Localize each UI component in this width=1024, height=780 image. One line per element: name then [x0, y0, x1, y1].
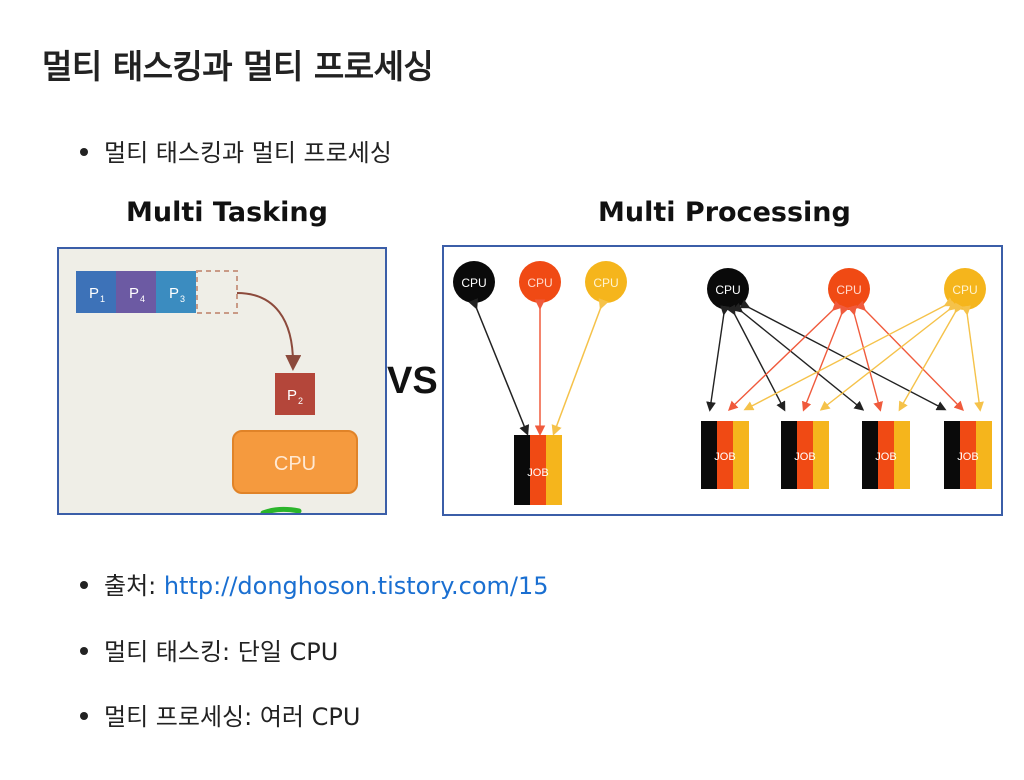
bullet-intro: 멀티 태스킹과 멀티 프로세싱: [80, 133, 392, 168]
cpu-node-yellow: [585, 261, 627, 303]
bullet-dot: [80, 581, 88, 589]
process-label: P: [129, 285, 139, 302]
process-p1: [76, 271, 116, 313]
multi-processing-svg: CPU CPU CPU JOB CPU CPU CPU: [453, 261, 992, 505]
multi-tasking-diagram: P 1 P 4 P 3 P 2 CPU: [57, 247, 387, 516]
bullet-dot: [80, 712, 88, 720]
process-label: P: [287, 387, 297, 404]
job-block: JOB: [944, 421, 992, 489]
bullet-multi-tasking: 멀티 태스킹: 단일 CPU: [80, 632, 338, 667]
link-arrow: [551, 298, 609, 436]
source-link[interactable]: http://donghoson.tistory.com/15: [163, 572, 549, 600]
cpu-label: CPU: [274, 453, 316, 475]
process-p4: [116, 271, 156, 313]
job-block: JOB: [701, 421, 749, 489]
page-title: 멀티 태스킹과 멀티 프로세싱: [42, 47, 434, 86]
cpu-node-label: CPU: [461, 276, 486, 290]
job-label: JOB: [714, 451, 735, 463]
cpu-node-red: [519, 261, 561, 303]
job-label: JOB: [875, 451, 896, 463]
job-block: JOB: [514, 435, 562, 505]
job-label: JOB: [794, 451, 815, 463]
yellow-links: [743, 297, 984, 412]
bullet-mt-text: 멀티 태스킹: 단일 CPU: [104, 638, 339, 666]
bullet-multi-processing: 멀티 프로세싱: 여러 CPU: [80, 697, 360, 732]
multi-tasking-svg: P 1 P 4 P 3 P 2 CPU: [76, 270, 358, 516]
process-label: P: [89, 285, 99, 302]
job-label: JOB: [527, 467, 548, 479]
vs-label: VS: [387, 360, 438, 402]
multi-processing-diagram: CPU CPU CPU JOB CPU CPU CPU: [442, 245, 1003, 516]
process-label: P: [169, 285, 179, 302]
process-subscript: 4: [140, 294, 145, 304]
process-p2: [275, 373, 315, 415]
cpu-box: [232, 430, 358, 494]
process-p3: [156, 271, 196, 313]
job-block: JOB: [862, 421, 910, 489]
highlight-mark: [260, 506, 302, 516]
source-label: 출처:: [104, 572, 164, 600]
multi-tasking-label: Multi Tasking: [126, 197, 328, 228]
link-arrow: [468, 298, 530, 436]
bullet-dot: [80, 148, 88, 156]
cpu-node-label: CPU: [527, 276, 552, 290]
cpu-node-black: [453, 261, 495, 303]
bullet-mp-text: 멀티 프로세싱: 여러 CPU: [104, 703, 361, 731]
empty-slot: [196, 270, 238, 314]
cpu-node-label: CPU: [593, 276, 618, 290]
cpu-node-black: [707, 268, 749, 310]
job-block: JOB: [781, 421, 829, 489]
cpu-node-label: CPU: [715, 283, 740, 297]
process-subscript: 3: [180, 294, 185, 304]
bullet-intro-text: 멀티 태스킹과 멀티 프로세싱: [104, 139, 392, 167]
process-subscript: 1: [100, 294, 105, 304]
cpu-node-label: CPU: [836, 283, 861, 297]
bullet-dot: [80, 647, 88, 655]
multi-processing-label: Multi Processing: [598, 197, 851, 228]
dispatch-arrow: [236, 292, 302, 371]
bullet-source: 출처: http://donghoson.tistory.com/15: [80, 566, 549, 601]
cpu-node-label: CPU: [952, 283, 977, 297]
job-label: JOB: [957, 451, 978, 463]
process-subscript: 2: [298, 396, 303, 406]
red-links: [727, 300, 964, 412]
cpu-node-yellow: [944, 268, 986, 310]
